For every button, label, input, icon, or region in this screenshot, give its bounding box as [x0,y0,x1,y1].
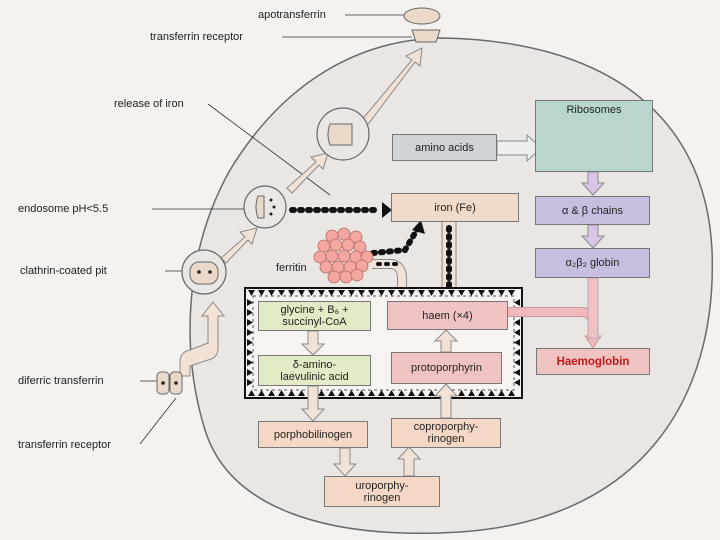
porphobilinogen-box: porphobilinogen [258,421,368,448]
protoporphyrin-box: protoporphyrin [391,352,502,384]
uroporphyrinogen-line-2: rinogen [363,491,401,504]
haem-to-haemoglobin-link [508,277,602,349]
ribosomes-label: Ribosomes [566,104,622,116]
alpha-beta-chains-box: α & β chains [535,196,650,225]
iron-box: iron (Fe) [391,193,519,222]
endosome-icon [243,185,287,229]
haem-synthesis-arrows [300,329,459,477]
iron-label: iron (Fe) [434,201,476,214]
uroporphyrinogen-line-1: uroporphy- [355,479,409,492]
release-of-iron-label: release of iron [114,98,184,110]
ferritin-label: ferritin [276,262,307,274]
transferrin-receptor-bottom-label: transferrin receptor [18,439,111,451]
coproporphyrinogen-line-2: rinogen [427,433,465,445]
transferrin-receptor-top-icon [411,29,441,43]
diferric-transferrin-label: diferric transferrin [18,375,104,387]
amino-acids-box: amino acids [392,134,497,161]
clathrin-coated-pit-icon [181,249,227,295]
iron-transport-dotted-path [289,202,458,302]
ferritin-icon [313,227,374,284]
coproporphyrinogen-box: coproporphy- rinogen [391,418,501,448]
ala-line-1: δ-amino- [292,358,337,371]
vesicle-path-arrows [179,47,423,377]
leader-lines [139,14,412,445]
haem-box: haem (×4) [387,301,508,330]
delta-ala-box: δ-amino- laevulinic acid [258,355,371,386]
alpha2-beta2-globin-box: α₂β₂ globin [535,248,650,278]
apotransferrin-icon [403,7,441,25]
glycine-line-2: succinyl-CoA [282,316,347,328]
endosome-label: endosome pH<5.5 [18,203,109,215]
coproporphyrinogen-line-1: coproporphy- [413,421,479,433]
transferrin-receptor-top-label: transferrin receptor [150,31,243,43]
ribosomes-box: Ribosomes [535,100,653,172]
glycine-line-1: glycine + B₆ + [280,304,349,316]
glycine-succinyl-coa-box: glycine + B₆ + succinyl-CoA [258,301,371,331]
amino-acids-arrow [496,133,542,163]
haemoglobin-box: Haemoglobin [536,348,650,375]
apotransferrin-label: apotransferrin [258,9,326,21]
globin-path-arrows [580,171,606,249]
clathrin-coated-pit-label: clathrin-coated pit [20,265,107,277]
ala-line-2: laevulinic acid [280,370,349,383]
diferric-transferrin-receptor-icon [156,371,183,395]
uroporphyrinogen-box: uroporphy- rinogen [324,476,440,507]
mitochondrion-triangle-edge [247,290,520,396]
recycling-vesicle-icon [316,107,370,161]
